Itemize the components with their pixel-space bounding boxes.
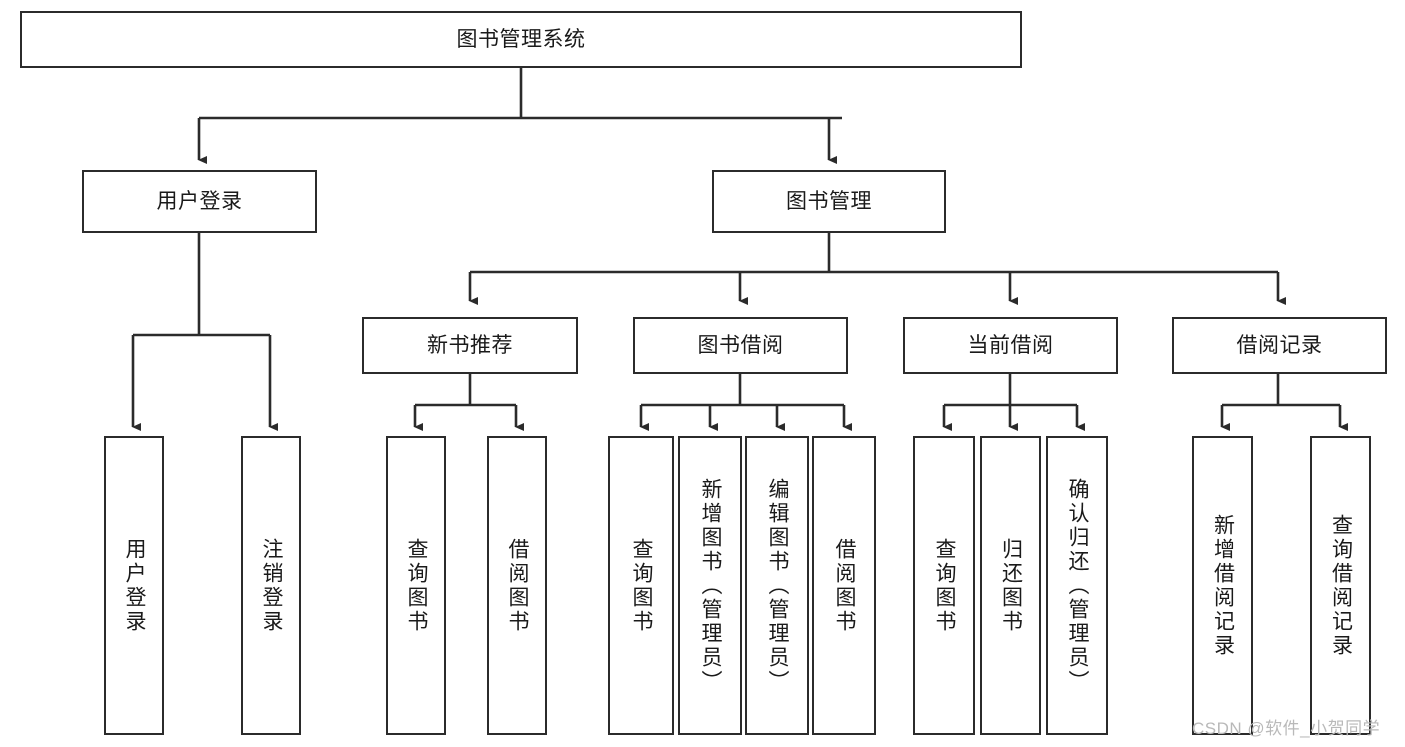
leaf-user-logout-label: 注销登录 [260, 537, 284, 634]
node-new-book-recommend-label: 新书推荐 [427, 333, 513, 357]
node-book-management-label: 图书管理 [786, 189, 872, 213]
leaf-user-login[interactable]: 用户登录 [104, 436, 164, 735]
leaf-records-add-record[interactable]: 新增借阅记录 [1192, 436, 1253, 735]
leaf-borrow-borrow-book[interactable]: 借阅图书 [812, 436, 876, 735]
leaf-records-query-record[interactable]: 查询借阅记录 [1310, 436, 1371, 735]
leaf-recommend-borrow-book[interactable]: 借阅图书 [487, 436, 547, 735]
leaf-current-query-book-label: 查询图书 [933, 537, 957, 634]
leaf-user-login-label: 用户登录 [123, 537, 147, 634]
leaf-current-return-book-label: 归还图书 [999, 537, 1023, 634]
leaf-borrow-edit-book[interactable]: 编辑图书（管理员） [745, 436, 809, 735]
leaf-recommend-borrow-book-label: 借阅图书 [506, 537, 530, 634]
node-current-borrow-label: 当前借阅 [967, 333, 1054, 357]
watermark-text: CSDN @软件_小贺同学 [1192, 719, 1381, 738]
node-user-login-label: 用户登录 [156, 189, 243, 213]
leaf-current-confirm-return[interactable]: 确认归还（管理员） [1046, 436, 1108, 735]
leaf-current-return-book[interactable]: 归还图书 [980, 436, 1041, 735]
node-borrow-records[interactable]: 借阅记录 [1172, 317, 1387, 374]
leaf-borrow-add-book[interactable]: 新增图书（管理员） [678, 436, 742, 735]
leaf-records-add-record-label: 新增借阅记录 [1211, 513, 1235, 658]
node-book-borrow[interactable]: 图书借阅 [633, 317, 848, 374]
leaf-current-confirm-return-label: 确认归还（管理员） [1066, 477, 1090, 694]
leaf-borrow-query-book-label: 查询图书 [630, 537, 654, 634]
leaf-borrow-edit-book-label: 编辑图书（管理员） [766, 477, 790, 694]
leaf-current-query-book[interactable]: 查询图书 [913, 436, 975, 735]
leaf-recommend-query-book[interactable]: 查询图书 [386, 436, 446, 735]
leaf-records-query-record-label: 查询借阅记录 [1329, 513, 1353, 658]
leaf-recommend-query-book-label: 查询图书 [405, 537, 429, 634]
leaf-user-logout[interactable]: 注销登录 [241, 436, 301, 735]
leaf-borrow-add-book-label: 新增图书（管理员） [699, 477, 723, 694]
node-root[interactable]: 图书管理系统 [20, 11, 1022, 68]
leaf-borrow-query-book[interactable]: 查询图书 [608, 436, 674, 735]
node-current-borrow[interactable]: 当前借阅 [903, 317, 1118, 374]
leaf-borrow-borrow-book-label: 借阅图书 [833, 537, 857, 634]
node-user-login[interactable]: 用户登录 [82, 170, 317, 233]
node-borrow-records-label: 借阅记录 [1236, 333, 1323, 357]
node-root-label: 图书管理系统 [456, 27, 586, 51]
node-book-management[interactable]: 图书管理 [712, 170, 946, 233]
node-new-book-recommend[interactable]: 新书推荐 [362, 317, 578, 374]
node-book-borrow-label: 图书借阅 [697, 333, 784, 357]
